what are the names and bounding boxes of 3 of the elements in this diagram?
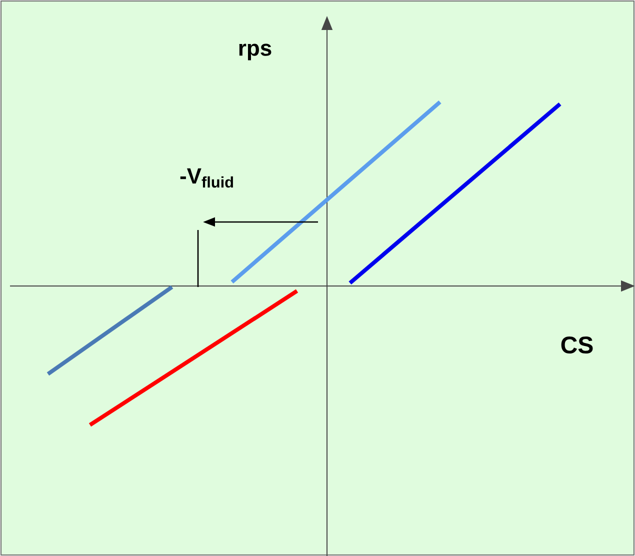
axis-label: rps	[239, 44, 272, 60]
axis-label: CS	[561, 336, 593, 354]
axis-label: -V$_{fluid}$	[180, 168, 233, 188]
